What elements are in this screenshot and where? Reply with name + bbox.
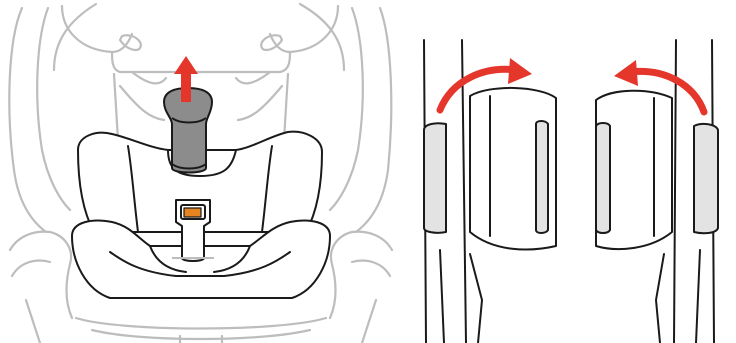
right-pad-grip xyxy=(595,122,611,234)
seat-shell-outline xyxy=(8,2,394,343)
flip-outward-left-arrow xyxy=(436,58,532,114)
left-pad-back xyxy=(423,122,447,234)
crotch-buckle xyxy=(172,199,214,262)
flip-outward-right-arrow xyxy=(614,60,708,116)
right-pad-back xyxy=(693,122,719,235)
pull-up-arrow xyxy=(174,56,198,102)
latch-orange xyxy=(183,207,202,218)
left-pad-grip xyxy=(535,120,549,234)
right-panel-pads xyxy=(423,39,719,343)
left-panel-seat xyxy=(8,2,394,343)
left-pad-flipped xyxy=(469,87,557,251)
